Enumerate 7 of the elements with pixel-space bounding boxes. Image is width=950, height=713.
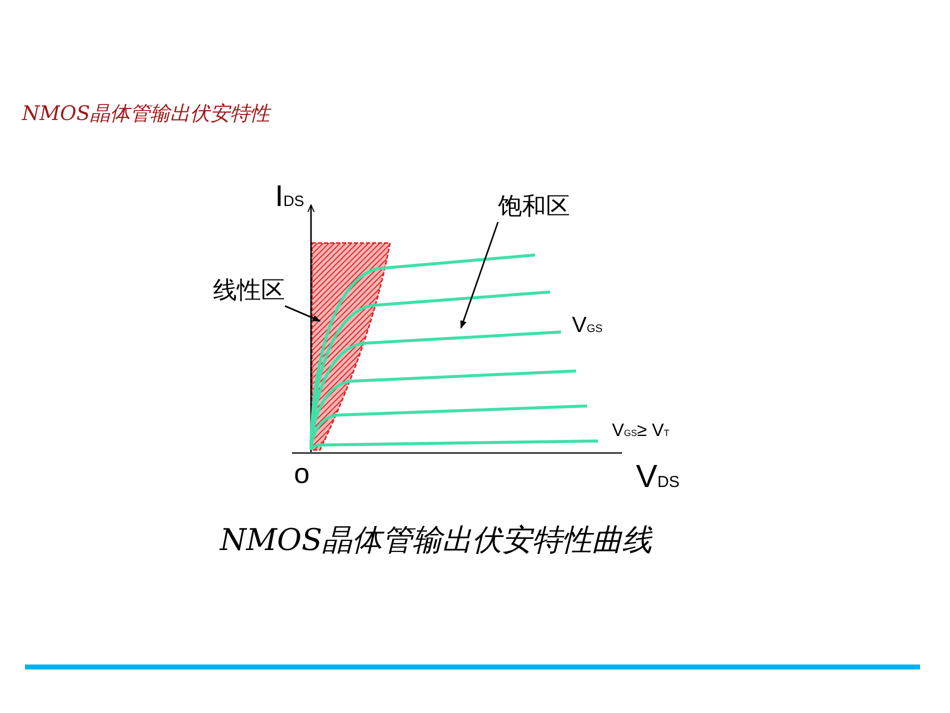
- region-label: 饱和区: [498, 190, 570, 222]
- region-label: 线性区: [213, 274, 285, 306]
- leader-arrow: [460, 222, 499, 329]
- figure-caption: NMOS晶体管输出伏安特性曲线: [220, 522, 652, 560]
- origin-label: o: [294, 458, 310, 490]
- page-title: NMOS晶体管输出伏安特性: [22, 100, 270, 127]
- leader-arrow: [284, 305, 321, 322]
